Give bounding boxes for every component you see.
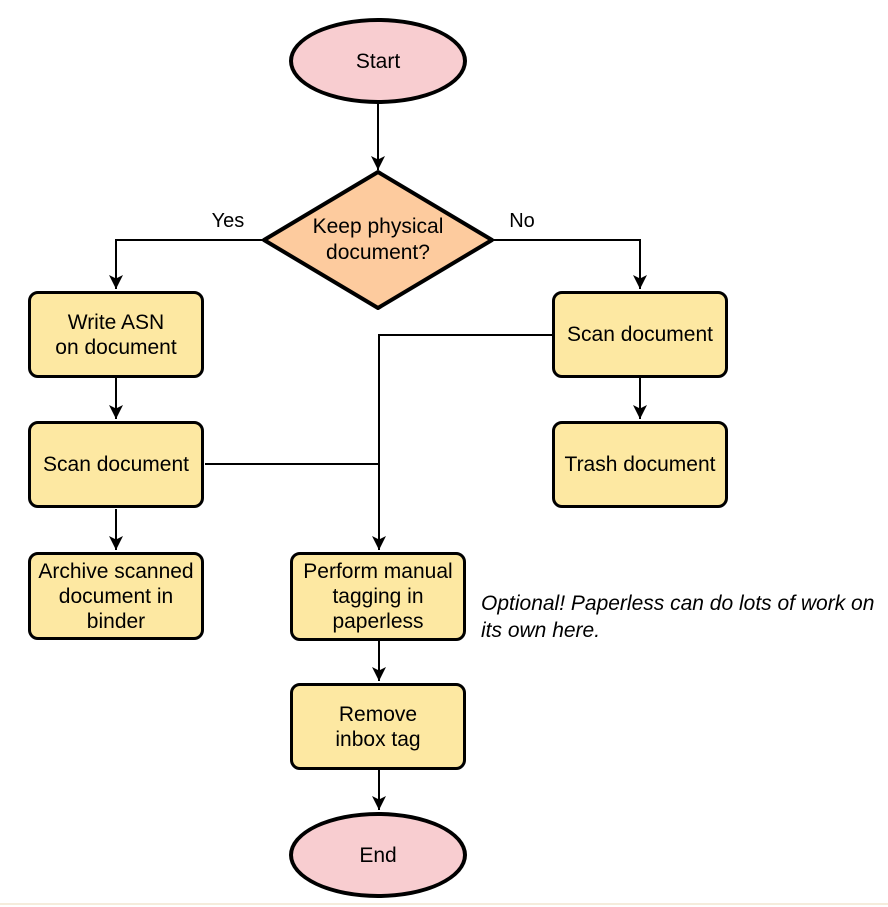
node-write-asn: Write ASN on document: [28, 291, 204, 378]
node-manual-tagging: Perform manual tagging in paperless: [290, 552, 466, 641]
edge-label-yes: Yes: [211, 210, 245, 232]
node-manual-tagging-label: Perform manual tagging in paperless: [303, 560, 453, 633]
page-bottom-rule: [0, 903, 888, 905]
node-archive-binder: Archive scanned document in binder: [28, 552, 204, 640]
node-start: Start: [289, 18, 467, 104]
node-start-label: Start: [355, 49, 401, 73]
optional-note: Optional! Paperless can do lots of work …: [481, 592, 875, 642]
node-archive-binder-label: Archive scanned document in binder: [38, 559, 194, 633]
node-scan-document-left: Scan document: [28, 421, 204, 508]
node-end-label: End: [359, 843, 397, 867]
node-remove-inbox-tag-label: Remove inbox tag: [335, 702, 421, 751]
node-remove-inbox-tag: Remove inbox tag: [290, 683, 466, 770]
node-scan-document-left-label: Scan document: [43, 453, 189, 476]
node-trash-document: Trash document: [552, 421, 728, 508]
node-decision-shape: [262, 170, 494, 310]
edge-decision-yes-to-write-asn: [109, 239, 264, 289]
node-scan-document-right: Scan document: [552, 291, 728, 378]
node-decision-label: Keep physical document?: [312, 215, 444, 264]
node-end: End: [289, 812, 467, 898]
edge-scan-right-to-tagging: [372, 334, 552, 550]
node-trash-document-label: Trash document: [564, 453, 716, 476]
edge-label-no: No: [509, 210, 535, 232]
node-write-asn-label: Write ASN on document: [55, 310, 177, 359]
node-scan-document-right-label: Scan document: [567, 323, 713, 346]
edge-decision-no-to-scan-right: [492, 239, 647, 289]
